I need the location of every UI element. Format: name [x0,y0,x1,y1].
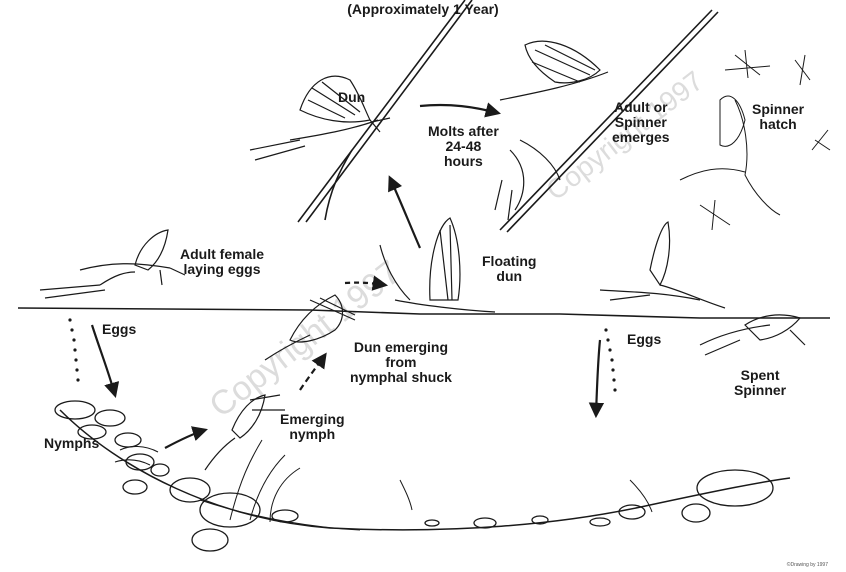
spinner-swarm [680,50,830,230]
water-weeds [230,440,652,522]
label-eggs-right: Eggs [627,332,661,347]
female-mayfly [40,230,185,298]
label-emerging-nymph: Emerging nymph [280,412,345,442]
water-surface-line [18,308,830,318]
riverbed-line-inner [200,500,360,530]
label-molts-after: Molts after 24-48 hours [428,124,499,169]
label-dun: Dun [338,90,365,105]
label-floating-dun: Floating dun [482,254,536,284]
egg-trails [68,318,616,391]
floating-dun [380,218,495,312]
label-spinner-hatch: Spinner hatch [752,102,804,132]
arrow-emerging-to-surface [300,355,325,390]
label-adult-female: Adult female laying eggs [180,247,264,277]
emerging-nymph [205,395,285,470]
label-spent-spinner: Spent Spinner [734,368,786,398]
arrow-shuck-to-floating [345,283,385,285]
dun-emerging [265,295,355,360]
dun-mayfly [250,76,390,160]
spinner-emerging-mayfly [495,41,608,220]
arrow-eggs-sinking [596,340,600,415]
label-nymphs: Nymphs [44,436,99,451]
arrow-nymphs-to-emerging [165,430,205,448]
nymphs [115,446,158,465]
arrow-dun-to-spinner [420,105,498,113]
label-dun-emerging: Dun emerging from nymphal shuck [350,340,452,385]
spent-spinner [700,315,805,355]
label-eggs-left: Eggs [102,322,136,337]
drawing-credit: ©Drawing by 1997 [787,562,828,568]
arrow-floating-to-dun [390,178,420,248]
label-adult-or-spinner: Adult or Spinner emerges [612,100,670,145]
spinner-over-water [600,222,725,308]
riverbed-stones [55,401,773,551]
